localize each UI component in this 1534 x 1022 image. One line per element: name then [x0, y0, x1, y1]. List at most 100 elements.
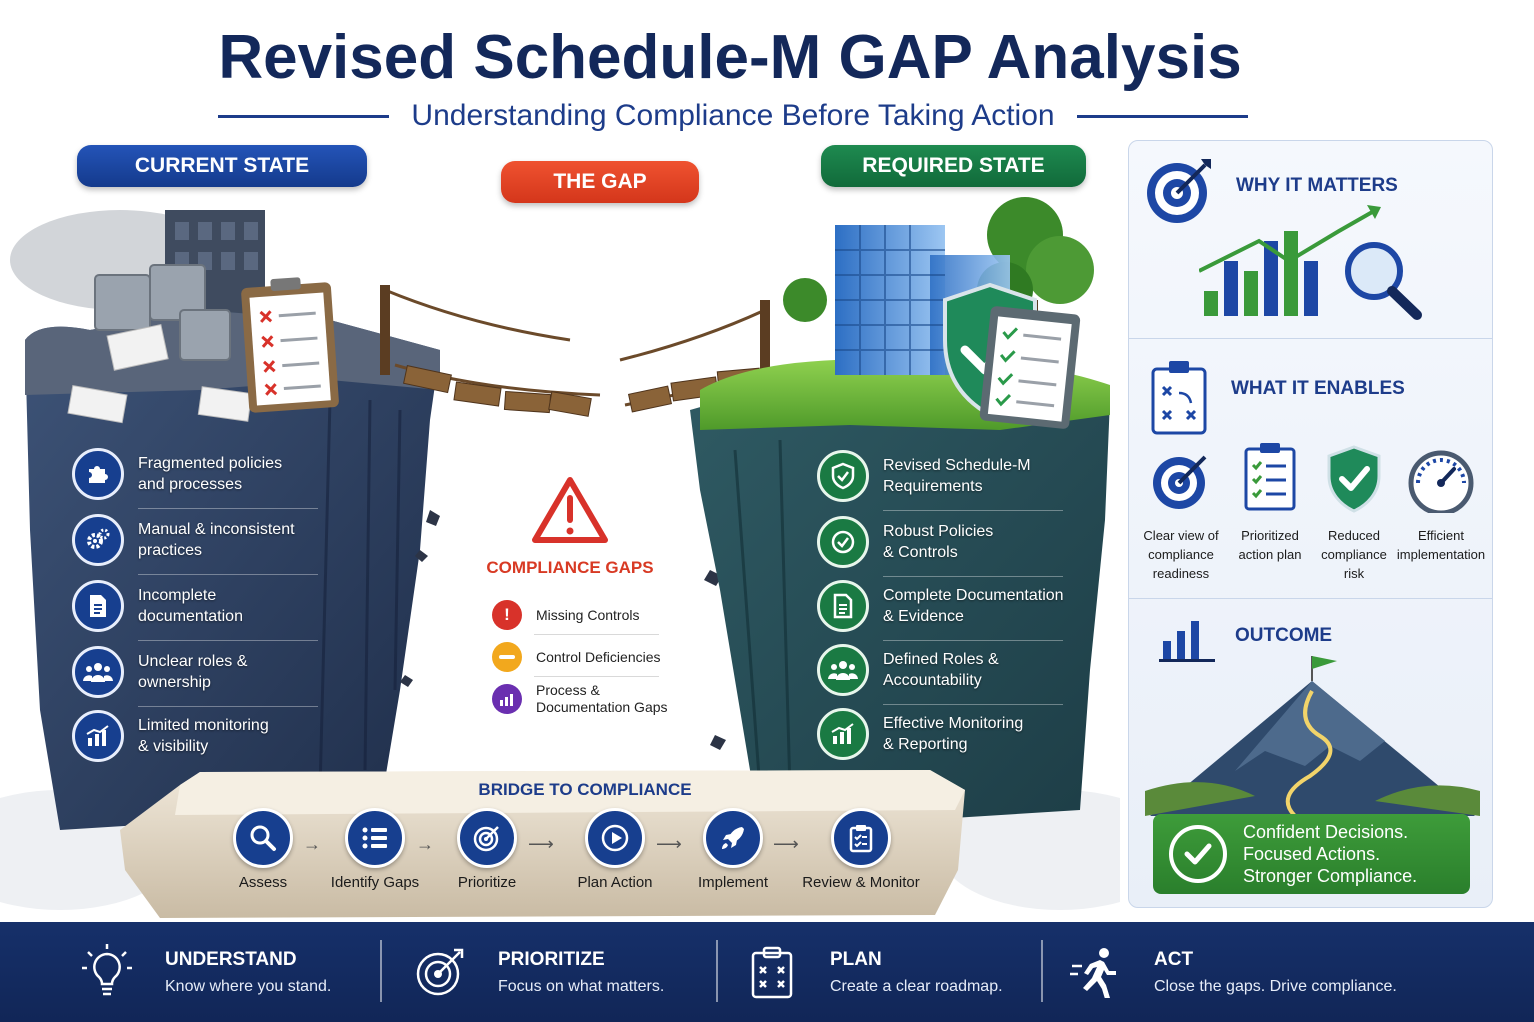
- divider: [883, 510, 1063, 511]
- bridge-title: BRIDGE TO COMPLIANCE: [478, 780, 692, 799]
- divider: [883, 576, 1063, 577]
- puzzle-icon: [72, 448, 124, 500]
- play-icon: [585, 808, 645, 868]
- clipboard-icon: [742, 945, 802, 999]
- step-label: Implement: [697, 874, 769, 891]
- current-item-5-line1: Limited monitoring: [138, 717, 269, 734]
- footer-plan-desc: Create a clear roadmap.: [830, 977, 1003, 995]
- footer-plan: PLAN Create a clear roadmap.: [742, 922, 1003, 1022]
- gears-icon: [72, 514, 124, 566]
- gap-1-label: Missing Controls: [536, 606, 640, 623]
- check-circle-icon: [1169, 825, 1227, 883]
- document-icon: [72, 580, 124, 632]
- outcome-line-3: Stronger Compliance.: [1243, 866, 1418, 886]
- minus-icon: [492, 642, 522, 672]
- enable-2-line1: Prioritized: [1241, 528, 1299, 543]
- bar-chart-icon: [492, 684, 522, 714]
- footer-plan-head: PLAN: [830, 948, 882, 970]
- required-item-1-line1: Revised Schedule-M: [883, 457, 1031, 474]
- gap-label: THE GAP: [501, 161, 699, 203]
- current-item-4-line1: Unclear roles &: [138, 653, 248, 670]
- divider: [534, 634, 659, 635]
- step-implement: Implement: [663, 808, 803, 891]
- target-icon: [1149, 449, 1213, 518]
- step-label: Plan Action: [577, 874, 653, 891]
- required-item-4-line2: Accountability: [883, 672, 982, 689]
- required-item-5-line2: & Reporting: [883, 736, 968, 753]
- list-icon: [345, 808, 405, 868]
- current-item-2-line1: Manual & inconsistent: [138, 521, 295, 538]
- arrow-icon: ⟶: [656, 834, 682, 854]
- chart-icon: [817, 708, 869, 760]
- step-plan-action: Plan Action: [545, 808, 685, 891]
- current-item-3-line1: Incomplete: [138, 587, 217, 604]
- outcome-line-2: Focused Actions.: [1243, 844, 1381, 864]
- target-icon: [457, 808, 517, 868]
- bullseye-icon: [1143, 155, 1215, 232]
- arrow-icon: ⟶: [528, 834, 554, 854]
- required-item-2-line1: Robust Policies: [883, 523, 994, 540]
- step-label: Assess: [238, 874, 288, 891]
- required-item-5-line1: Effective Monitoring: [883, 715, 1024, 732]
- compliance-gaps-title: COMPLIANCE GAPS: [486, 558, 654, 577]
- required-item-2: Robust Policies& Controls: [817, 516, 1077, 577]
- divider: [138, 574, 318, 575]
- people-icon: [817, 644, 869, 696]
- step-label: Identify Gaps: [330, 874, 420, 891]
- people-icon: [72, 646, 124, 698]
- current-item-1-line2: and processes: [138, 476, 243, 493]
- growth-chart-icon: [1198, 201, 1429, 326]
- enable-3-line2: compliance: [1321, 547, 1387, 562]
- step-label: Review & Monitor: [802, 874, 920, 891]
- clipboard-check-icon: [831, 808, 891, 868]
- chart-icon: [72, 710, 124, 762]
- page-title: Revised Schedule-M GAP Analysis: [218, 23, 1242, 92]
- footer-understand-head: UNDERSTAND: [165, 948, 297, 970]
- enable-2-line2: action plan: [1238, 547, 1302, 562]
- subtitle-row: Understanding Compliance Before Taking A…: [218, 98, 1249, 134]
- enable-3-line1: Reduced: [1327, 528, 1381, 543]
- required-item-3-line1: Complete Documentation: [883, 587, 1064, 604]
- why-it-matters-title: WHY IT MATTERS: [1236, 175, 1398, 196]
- current-item-4: Unclear roles &ownership: [72, 646, 332, 707]
- divider: [1129, 338, 1492, 339]
- gap-3-line2: Documentation Gaps: [536, 699, 668, 715]
- gap-scene-illustration: [0, 197, 1120, 918]
- target-icon: [410, 946, 470, 998]
- required-item-4: Defined Roles &Accountability: [817, 644, 1077, 705]
- divider: [138, 640, 318, 641]
- runner-icon: [1066, 946, 1126, 998]
- enable-1-line1: Clear view of: [1143, 528, 1219, 543]
- gap-process-documentation: Process &Documentation Gaps: [492, 682, 682, 716]
- rocket-icon: [703, 808, 763, 868]
- page-subtitle: Understanding Compliance Before Taking A…: [411, 99, 1055, 132]
- footer-act-desc: Close the gaps. Drive compliance.: [1154, 977, 1397, 995]
- step-assess: Assess: [193, 808, 333, 891]
- shield-check-icon: [817, 450, 869, 502]
- arrow-icon: ⟶: [773, 834, 799, 854]
- enable-3-line3: risk: [1343, 566, 1365, 581]
- outcome-title: OUTCOME: [1235, 625, 1333, 646]
- bar-chart-icon: [1159, 611, 1215, 668]
- current-item-2-line2: practices: [138, 542, 203, 559]
- arrow-icon: →: [416, 834, 434, 854]
- outcome-line-1: Confident Decisions.: [1243, 822, 1409, 842]
- step-review-monitor: Review & Monitor: [791, 808, 931, 891]
- divider: [138, 508, 318, 509]
- current-item-2: Manual & inconsistent practices: [72, 514, 332, 575]
- step-identify-gaps: Identify Gaps: [305, 808, 445, 891]
- shield-check-icon: [1325, 445, 1383, 518]
- footer-prioritize-desc: Focus on what matters.: [498, 977, 665, 995]
- gap-missing-controls: ! Missing Controls: [492, 600, 682, 630]
- document-icon: [817, 580, 869, 632]
- lightbulb-icon: [77, 944, 137, 1000]
